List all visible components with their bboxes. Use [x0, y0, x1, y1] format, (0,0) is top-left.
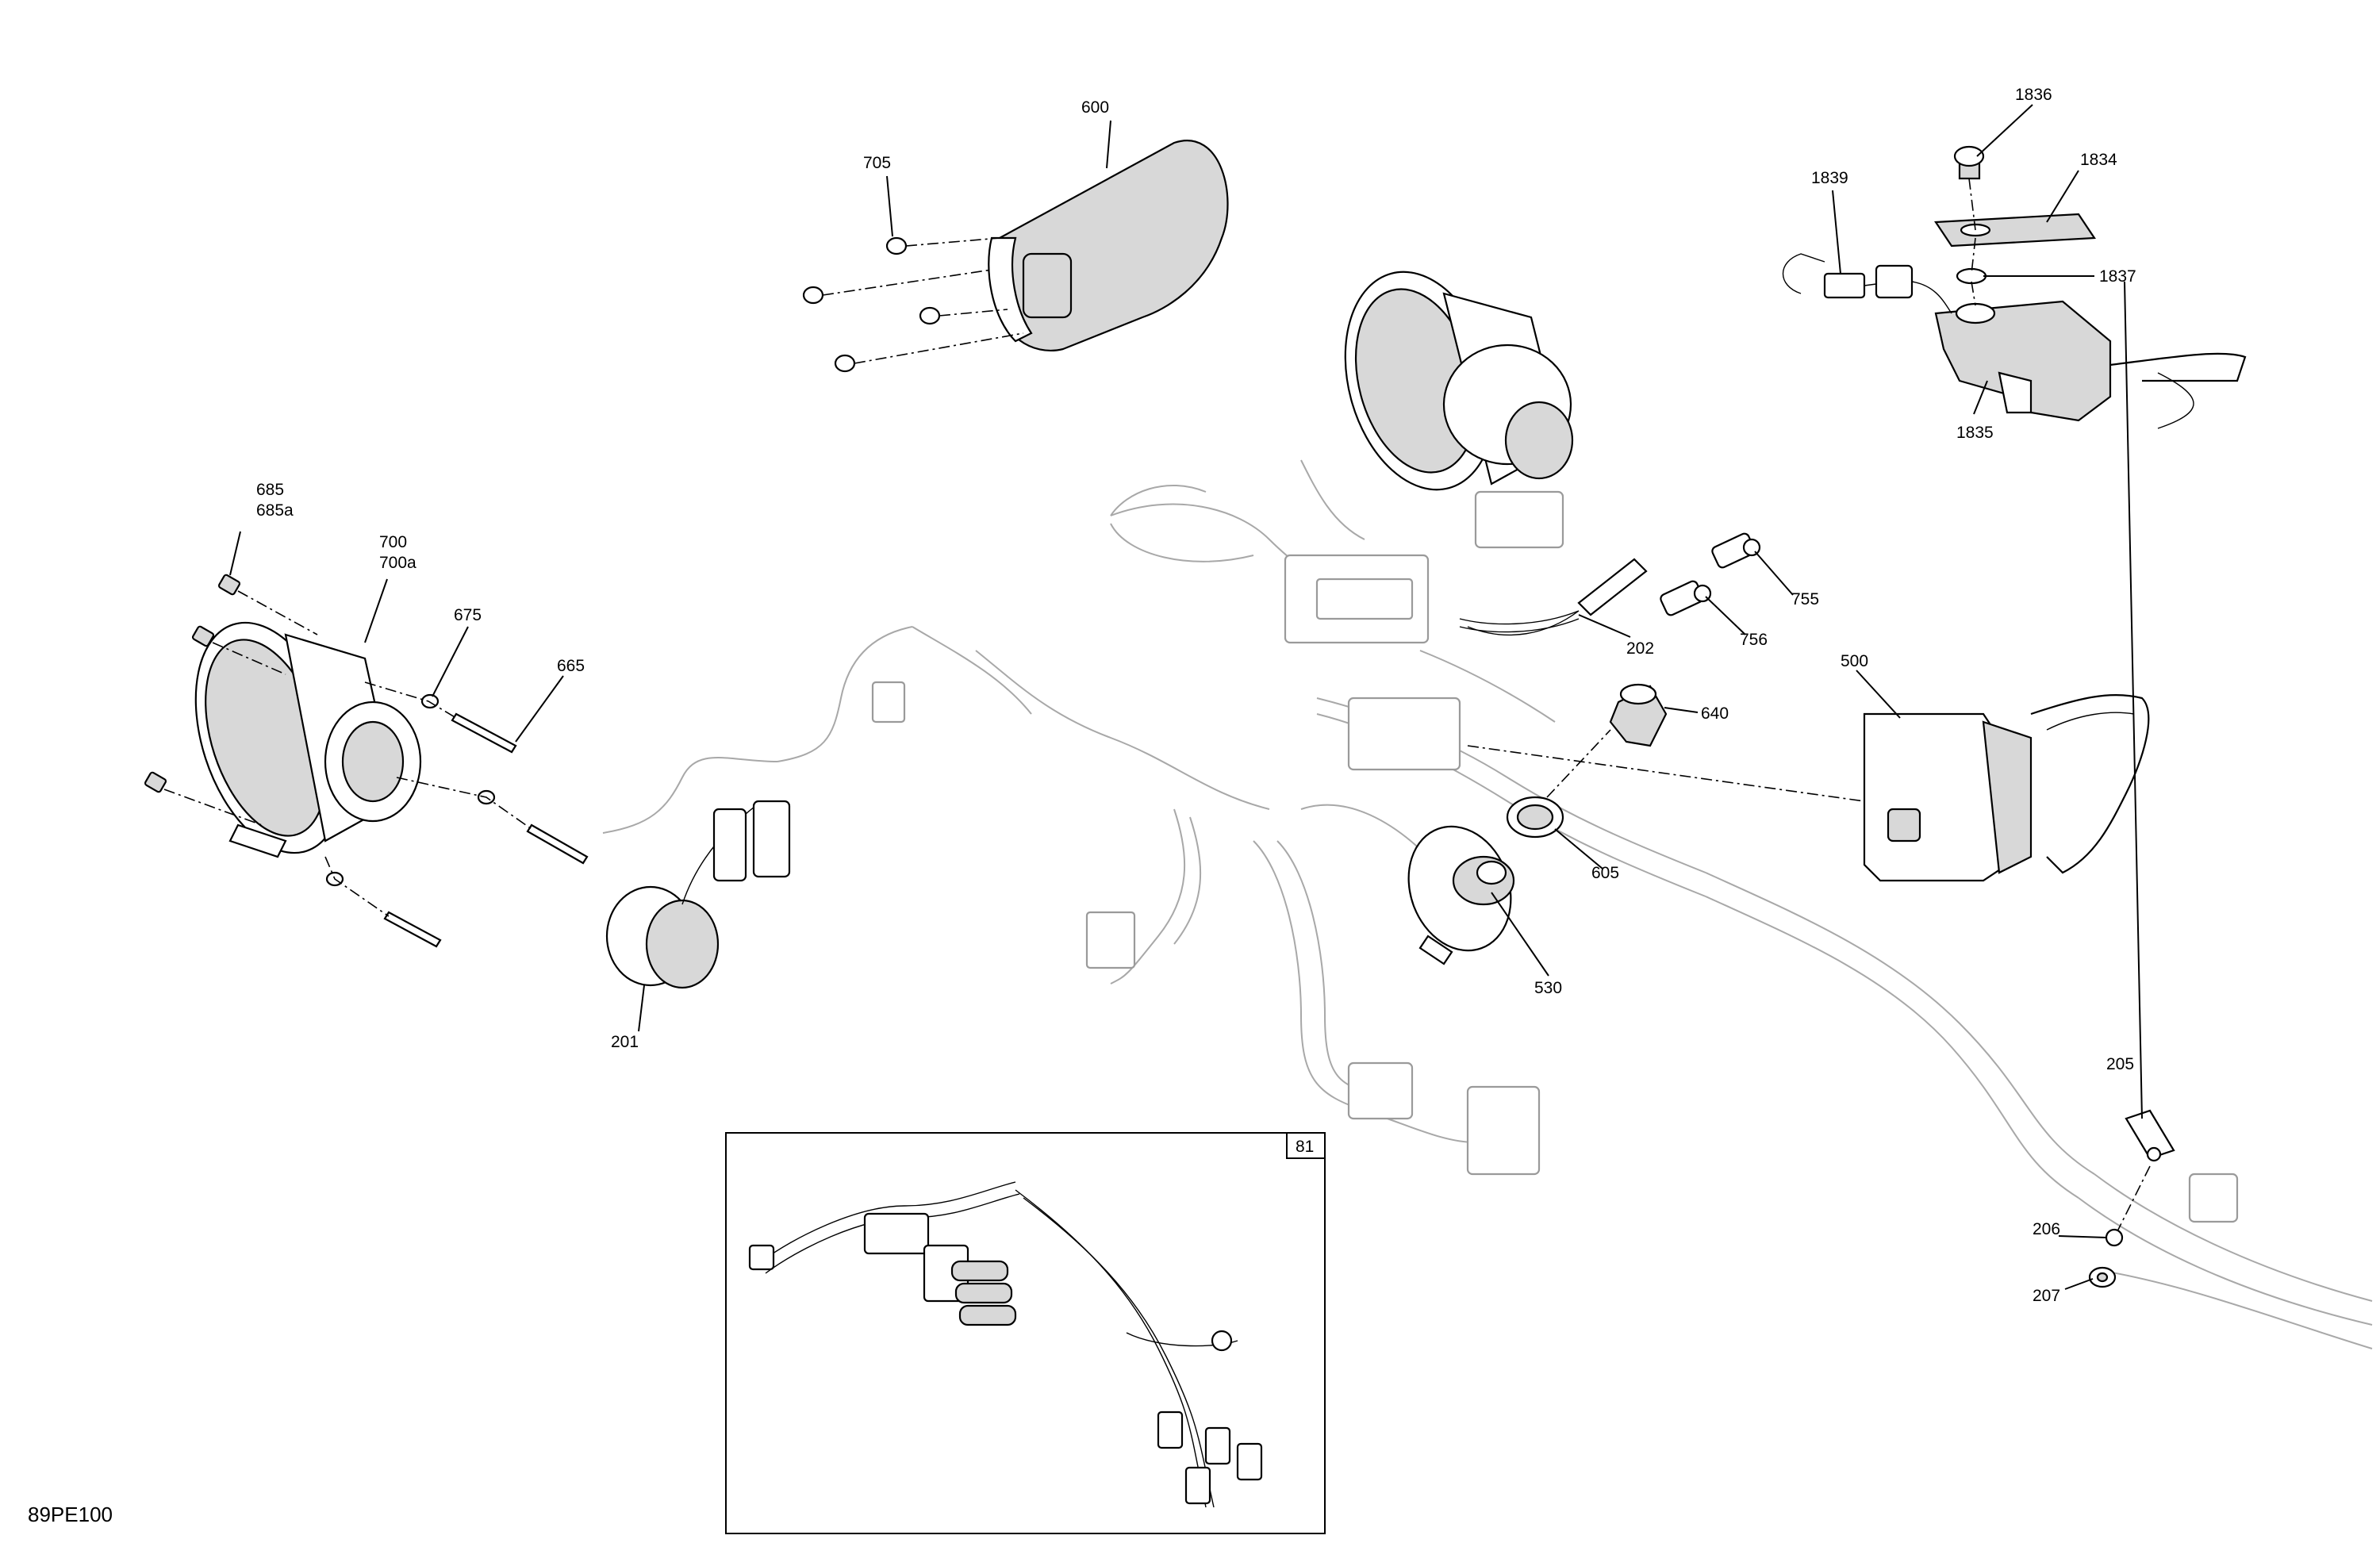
- callout-1839: 1839: [1811, 169, 1848, 187]
- callout-700a: 700a: [379, 554, 416, 572]
- callout-1837: 1837: [2099, 267, 2136, 286]
- sensor-connector-1839: [1782, 253, 1952, 314]
- callout-202: 202: [1626, 639, 1654, 658]
- callout-201: 201: [611, 1033, 639, 1051]
- key-switch-body: [1407, 825, 1515, 965]
- callout-665: 665: [557, 657, 585, 675]
- callout-205: 205: [2106, 1055, 2134, 1073]
- callout-1836: 1836: [2015, 86, 2052, 104]
- ground-washer-207: [2088, 1266, 2117, 1288]
- callout-685: 685: [256, 481, 284, 499]
- callout-leaders: [229, 104, 2143, 1290]
- key-switch-ring: [1506, 729, 1611, 839]
- callout-600: 600: [1081, 98, 1109, 117]
- main-wiring-harness: [602, 459, 2373, 1349]
- handlebar-switch-500: [1467, 694, 2150, 882]
- callout-1835: 1835: [1956, 424, 1994, 442]
- callout-700: 700: [379, 533, 407, 551]
- ground-nut-206: [2105, 1228, 2124, 1247]
- light-socket-201: [605, 800, 791, 989]
- inset-label: 81: [1296, 1138, 1314, 1156]
- callout-755: 755: [1791, 590, 1819, 608]
- cover-screws: [802, 236, 1024, 373]
- callout-675: 675: [454, 606, 482, 624]
- callout-705: 705: [863, 154, 891, 172]
- throttle-housing-group: [1934, 145, 2247, 429]
- callout-756: 756: [1740, 631, 1768, 649]
- light-housing-cover: [988, 140, 1229, 351]
- callout-640: 640: [1701, 704, 1729, 723]
- ground-connector-205: [2109, 1109, 2175, 1246]
- right-headlight-assembly: [1344, 271, 1574, 491]
- headlight-bolts-and-washers: [324, 681, 589, 948]
- reference-code: 89PE100: [28, 1503, 113, 1526]
- callout-labels: 600 705 685 685a 700 700a 675 665 201 20…: [28, 86, 2136, 1526]
- callout-685a: 685a: [256, 501, 294, 520]
- callout-206: 206: [2033, 1220, 2060, 1238]
- callout-530: 530: [1534, 979, 1562, 997]
- wire-harness-202: [1459, 610, 1580, 633]
- callout-605: 605: [1591, 864, 1619, 882]
- headlight-adjusting-screws: [144, 574, 318, 826]
- callout-207: 207: [2033, 1287, 2060, 1305]
- callout-500: 500: [1841, 652, 1868, 670]
- ignition-switch: [1609, 683, 1668, 747]
- left-headlight-assembly: [194, 621, 422, 858]
- inset-detail-81: [725, 1132, 1326, 1534]
- callout-1834: 1834: [2080, 151, 2117, 169]
